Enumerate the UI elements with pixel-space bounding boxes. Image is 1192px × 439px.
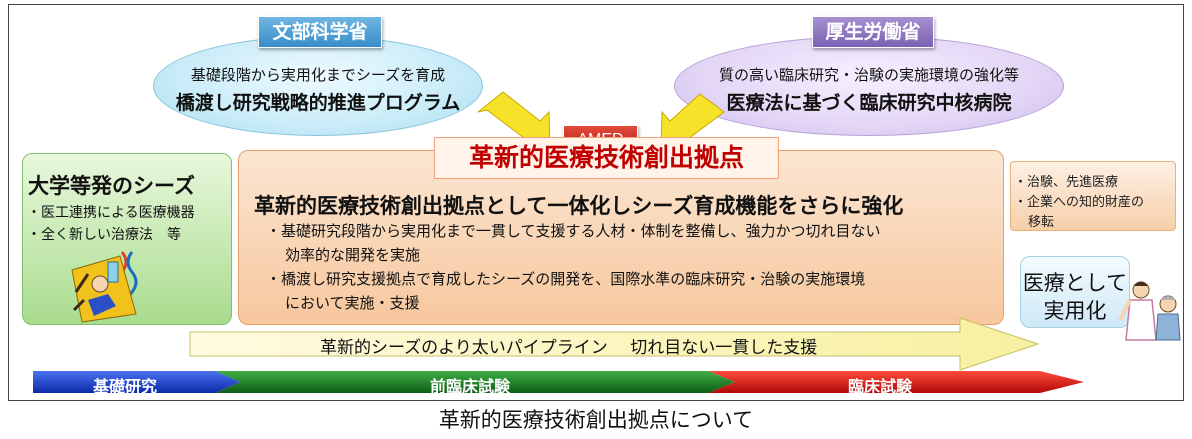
- practical-line-2: 実用化: [1043, 299, 1107, 323]
- mext-line-2: 橋渡し研究戦略的推進プログラム: [175, 92, 461, 114]
- scientist-clipart-icon: [71, 255, 137, 323]
- seeds-item-2: ・全く新しい治療法 等: [27, 227, 181, 243]
- main-bullet-1-cont: 効率的な開発を実施: [285, 246, 421, 264]
- phase-label-clinical: 臨床試験: [848, 377, 913, 396]
- phase-arrow-basic: [708, 371, 1084, 393]
- mext-tag: 文部科学省: [258, 16, 382, 48]
- phase-label-basic: 基礎研究: [93, 377, 158, 396]
- mext-line-1: 基礎段階から実用化までシーズを育成: [190, 66, 446, 84]
- seeds-item-1: ・医工連携による医療機器: [27, 205, 195, 221]
- seeds-title: 大学等発のシーズ: [28, 174, 195, 198]
- outcomes-box: [1010, 161, 1176, 231]
- practical-use-box: 医療として 実用化: [1020, 256, 1130, 328]
- nurse-patient-clipart-icon: [1118, 281, 1181, 341]
- main-bullet-1: ・基礎研究段階から実用化まで一貫して支援する人材・体制を整備し、強力かつ切れ目な…: [266, 222, 881, 240]
- main-title: 革新的医療技術創出拠点: [434, 137, 779, 179]
- mhlw-line-2: 医療法に基づく臨床研究中核病院: [726, 92, 1012, 114]
- main-subtitle: 革新的医療技術創出拠点として一体化しシーズ育成機能をさらに強化: [254, 194, 904, 218]
- phase-arrow-preclinical: [215, 371, 735, 393]
- outcome-line-1: ・治験、先進医療: [1014, 175, 1119, 190]
- mhlw-tag: 厚生労働省: [812, 16, 934, 48]
- pipeline-label: 革新的シーズのより太いパイプライン 切れ目ない一貫した支援: [320, 338, 818, 358]
- phase-label-preclinical: 前臨床試験: [430, 377, 511, 396]
- mhlw-line-1: 質の高い臨床研究・治験の実施環境の強化等: [718, 66, 1019, 84]
- outcome-line-2: ・企業への知的財産の: [1014, 195, 1145, 210]
- main-bullet-2-cont: において実施・支援: [285, 294, 420, 312]
- figure-caption: 革新的医療技術創出拠点について: [438, 408, 754, 432]
- mhlw-program-bubble: 質の高い臨床研究・治験の実施環境の強化等 医療法に基づく臨床研究中核病院: [674, 36, 1064, 136]
- main-bullet-2: ・橋渡し研究支援拠点で育成したシーズの開発を、国際水準の臨床研究・治験の実施環境: [266, 270, 866, 288]
- outcome-line-3: 移転: [1028, 215, 1055, 230]
- mext-program-bubble: 基礎段階から実用化までシーズを育成 橋渡し研究戦略的推進プログラム: [153, 36, 483, 136]
- practical-line-1: 医療として: [1022, 271, 1128, 295]
- phase-arrow-clinical: [33, 371, 240, 393]
